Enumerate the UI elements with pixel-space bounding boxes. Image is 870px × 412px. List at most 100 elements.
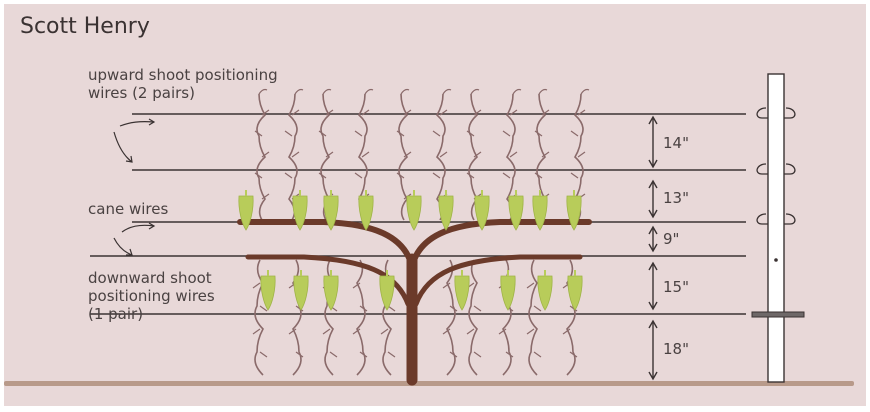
- shoot-node: [577, 151, 586, 158]
- downward-shoot: [446, 259, 456, 376]
- shoot-node: [295, 351, 304, 358]
- shoot-node: [354, 130, 363, 137]
- shoot-node: [318, 172, 327, 179]
- upward-label-arrows: [113, 118, 156, 163]
- shoot-tip: [580, 88, 590, 95]
- shoot-node: [541, 151, 550, 158]
- shoot-node: [533, 305, 542, 312]
- shoot-node: [322, 328, 331, 335]
- upward-wires-label-line2: wires (2 pairs): [88, 84, 195, 102]
- grape-cluster: [532, 190, 548, 231]
- shoot-node: [396, 130, 405, 137]
- shoot-node: [295, 305, 304, 312]
- shoot-node: [291, 151, 300, 158]
- shoot-node: [288, 328, 297, 335]
- shoot-node: [569, 351, 578, 358]
- ground-line: [4, 381, 854, 386]
- vine-trunk: [237, 219, 592, 386]
- shoot-node: [352, 328, 361, 335]
- spacing-label-4: 15": [663, 278, 689, 296]
- downward-shoot: [528, 259, 538, 376]
- shoot-node: [570, 172, 579, 179]
- downward-wires-label-line3: (1 pair): [88, 305, 144, 323]
- shoot-node: [252, 282, 261, 289]
- shoot-node: [432, 130, 441, 137]
- trellis-post: [751, 73, 805, 383]
- shoot-node: [359, 305, 368, 312]
- shoot-node: [498, 328, 507, 335]
- shoot-node: [502, 172, 511, 179]
- spacing-label-3: 9": [663, 230, 680, 248]
- dimension-arrowhead: [648, 115, 658, 125]
- shoot-node: [254, 130, 263, 137]
- grape-cluster: [500, 270, 516, 311]
- shoot-node: [466, 172, 475, 179]
- shoot-node: [352, 282, 361, 289]
- shoot-tip: [538, 88, 548, 95]
- upward-shoot: [287, 93, 298, 221]
- grape-cluster: [508, 190, 524, 231]
- shoot-node: [361, 109, 370, 116]
- shoot-node: [380, 328, 389, 335]
- shoot-node: [284, 130, 293, 137]
- grape-clusters-upper: [238, 190, 582, 231]
- upward-shoot: [505, 93, 516, 221]
- shoot-node: [387, 351, 396, 358]
- downward-wires-label-line1: downward shoot: [88, 269, 212, 287]
- dimension-arrowhead: [648, 261, 658, 271]
- diagram-canvas: Scott Henry upward shoot positioning wir…: [4, 4, 866, 406]
- shoot-node: [291, 109, 300, 116]
- shoot-node: [570, 130, 579, 137]
- grape-clusters-lower: [260, 270, 583, 311]
- shoot-node: [261, 109, 270, 116]
- shoot-tip: [470, 88, 480, 95]
- dimension-arrowhead: [648, 243, 658, 253]
- cane-label-arrows: [113, 222, 156, 256]
- grape-cluster: [379, 270, 395, 311]
- shoot-node: [439, 151, 448, 158]
- shoot-node: [466, 130, 475, 137]
- shoot-node: [325, 151, 334, 158]
- shoot-node: [261, 193, 270, 200]
- upward-shoot: [435, 93, 446, 221]
- trellis-drawing: [4, 73, 854, 386]
- shoot-node: [526, 328, 535, 335]
- grape-cluster: [567, 270, 583, 311]
- grape-cluster: [406, 190, 422, 231]
- shoot-node: [403, 109, 412, 116]
- shoot-tip: [322, 88, 332, 95]
- dimension-arrowhead: [648, 319, 658, 329]
- shoot-tip: [512, 88, 522, 95]
- spacing-label-5: 18": [663, 340, 689, 358]
- upward-shoot: [256, 93, 267, 221]
- spacing-dimensions: [648, 115, 658, 381]
- shoot-node: [509, 151, 518, 158]
- shoot-node: [442, 328, 451, 335]
- downward-shoot: [468, 259, 478, 376]
- downward-shoot: [356, 259, 366, 376]
- shoot-node: [329, 351, 338, 358]
- shoot-node: [562, 328, 571, 335]
- shoot-node: [325, 109, 334, 116]
- shoot-node: [403, 151, 412, 158]
- shoot-node: [466, 328, 475, 335]
- shoot-node: [473, 351, 482, 358]
- shoot-node: [259, 351, 268, 358]
- grape-cluster: [474, 190, 490, 231]
- grape-cluster: [238, 190, 254, 231]
- grape-cluster: [454, 270, 470, 311]
- cane-wires-label: cane wires: [88, 200, 169, 218]
- shoot-node: [318, 130, 327, 137]
- shoot-node: [442, 282, 451, 289]
- shoot-tip: [364, 88, 374, 95]
- grape-cluster: [358, 190, 374, 231]
- shoot-tip: [294, 88, 304, 95]
- dimension-arrowhead: [648, 225, 658, 235]
- dimension-arrowhead: [648, 179, 658, 189]
- shoot-node: [252, 328, 261, 335]
- downward-wires-label: downward shoot positioning wires (1 pair…: [88, 269, 215, 323]
- dimension-arrowhead: [648, 209, 658, 219]
- shoot-node: [261, 151, 270, 158]
- shoot-node: [505, 351, 514, 358]
- dimension-arrowhead: [648, 159, 658, 169]
